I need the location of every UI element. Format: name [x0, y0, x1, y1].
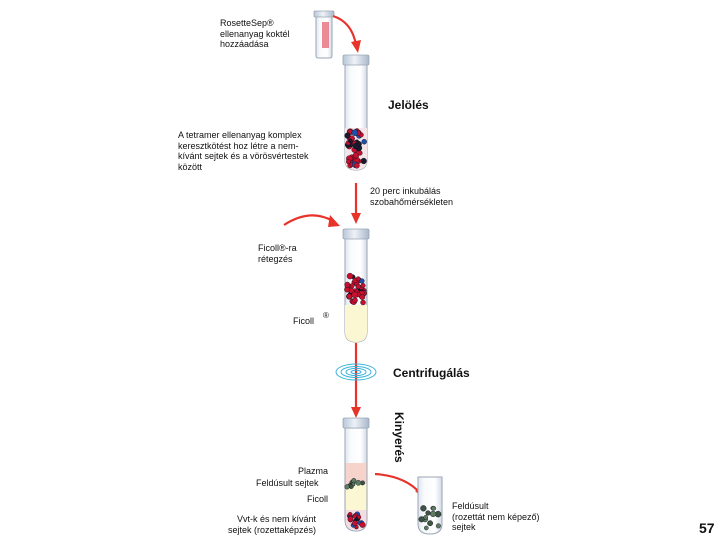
ficoll-label: Ficoll	[293, 316, 315, 326]
enriched-cells-label: Feldúsult sejtek	[256, 478, 319, 488]
tube-centrifuged	[342, 417, 370, 532]
cell	[352, 142, 360, 150]
enriched-result-label: Feldúsult (rozettát nem képező) sejtek	[452, 501, 540, 532]
cell	[430, 510, 437, 518]
pellet-label: Vvt-k és nem kívánt sejtek (rozettaképzé…	[228, 514, 317, 535]
cell	[355, 276, 361, 282]
ficoll-layer-label: Ficoll	[307, 494, 329, 504]
cell	[347, 516, 354, 523]
cell	[355, 479, 362, 486]
arrow-add-ficoll	[283, 214, 340, 227]
cell	[344, 484, 350, 490]
tube-ficoll-layered	[342, 228, 370, 343]
ficoll-layer	[345, 484, 367, 510]
cell	[355, 283, 361, 290]
cell	[360, 283, 366, 289]
cell	[359, 294, 366, 300]
cell	[348, 484, 354, 489]
cell	[360, 157, 367, 165]
complex-description: A tetramer ellenanyag komplex keresztköt…	[178, 130, 309, 172]
cell	[352, 514, 357, 519]
cell	[361, 138, 367, 145]
arrow-incubation	[351, 183, 361, 224]
cell	[425, 510, 431, 516]
arrow-add-cocktail	[332, 14, 361, 53]
labeling-label: Jelölés	[388, 98, 429, 112]
ficoll-layering-label: Ficoll®-ra rétegzés	[258, 243, 297, 264]
cell	[351, 291, 359, 299]
plasma-label: Plazma	[298, 466, 329, 476]
cell	[344, 286, 350, 293]
cell	[360, 299, 366, 306]
cell	[357, 514, 362, 520]
cell	[352, 520, 358, 527]
cell	[352, 297, 358, 303]
cell	[353, 162, 360, 169]
cell	[420, 505, 427, 512]
centrifuge-swirl-icon	[335, 363, 377, 381]
rosettesep-vial-icon	[313, 10, 335, 59]
centrifugation-label: Centrifugálás	[393, 366, 470, 380]
harvest-label: Kinyerés	[392, 412, 406, 463]
cell	[359, 521, 366, 528]
cell	[344, 281, 351, 288]
cell	[423, 525, 429, 531]
cell	[427, 520, 433, 527]
cell	[346, 272, 354, 280]
cell	[418, 516, 425, 523]
plasma-layer	[345, 463, 367, 484]
cell	[351, 129, 359, 136]
tube-harvested	[417, 476, 443, 535]
cell	[348, 138, 353, 144]
cell	[347, 128, 353, 134]
tube-labeling	[342, 54, 370, 171]
cell	[344, 132, 351, 139]
cell	[351, 478, 357, 484]
ficoll-registered-mark: ®	[323, 311, 329, 320]
cell	[352, 152, 360, 159]
cell	[345, 159, 351, 165]
page-number: 57	[699, 520, 715, 536]
cell	[431, 505, 437, 511]
cell	[435, 523, 441, 529]
add-cocktail-label: RosetteSep® ellenanyag koktél hozzáadása	[220, 18, 290, 49]
incubation-label: 20 perc inkubálás szobahőmérsékleten	[370, 186, 454, 207]
